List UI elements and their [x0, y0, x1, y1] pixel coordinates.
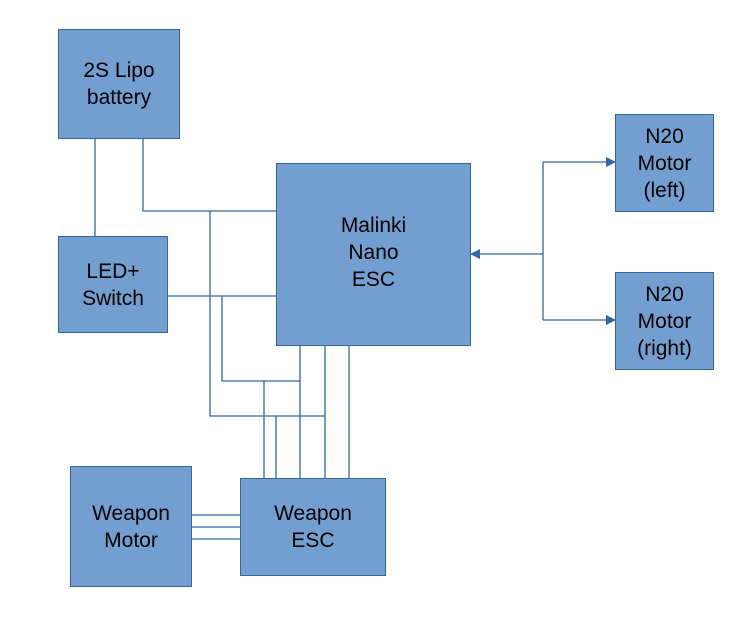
wire-battery-esc [142, 138, 276, 212]
battery-label: 2S Lipo battery [83, 59, 155, 109]
weapon-motor-block: Weapon Motor [70, 466, 192, 587]
wire-battery-weapon-esc-a [209, 211, 325, 417]
motor-left-block: N20 Motor (left) [615, 114, 714, 212]
led-switch-block: LED+ Switch [58, 236, 168, 333]
motor-right-block: N20 Motor (right) [615, 272, 714, 370]
weapon-esc-label: Weapon ESC [274, 502, 352, 552]
weapon-motor-label: Weapon Motor [92, 501, 170, 552]
battery-block: 2S Lipo battery [58, 29, 180, 139]
drive-esc-block: Malinki Nano ESC [276, 163, 471, 346]
led-switch-label: LED+ Switch [82, 259, 144, 310]
wire-led-weapon-esc [221, 296, 300, 382]
motor-left-label: N20 Motor (left) [637, 124, 692, 202]
motor-right-label: N20 Motor (right) [637, 282, 692, 360]
drive-esc-label: Malinki Nano ESC [340, 214, 407, 291]
weapon-esc-block: Weapon ESC [240, 478, 386, 576]
